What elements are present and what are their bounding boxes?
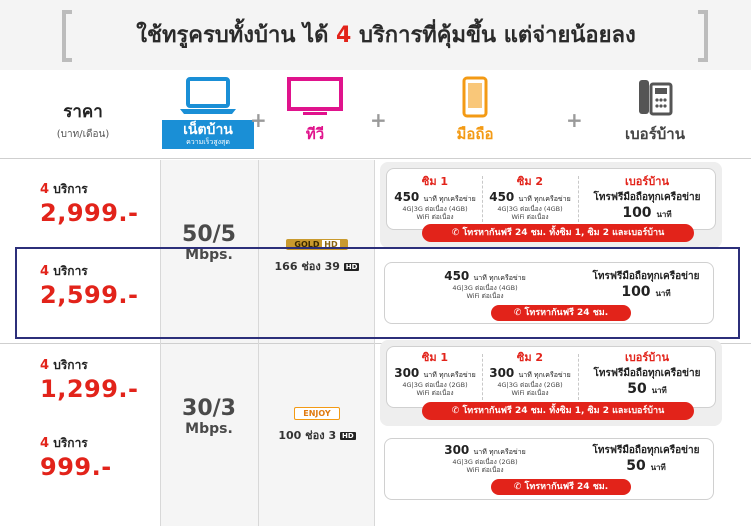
mobile-block: 300 นาที ทุกเครือข่าย 4G|3G ต่อเนื่อง (2… bbox=[444, 443, 526, 474]
grid-vline bbox=[374, 160, 375, 526]
free-call-bar: ✆ โทรหากันฟรี 24 ชม. ทั้งซิม 1, ซิม 2 แล… bbox=[422, 224, 694, 242]
sim2-block: ซิม 2 300 นาที ทุกเครือข่าย 4G|3G ต่อเนื… bbox=[489, 351, 571, 397]
price-header: ราคา (บาท/เดือน) bbox=[56, 102, 110, 140]
service-tv: ทีวี bbox=[275, 76, 355, 146]
plus-sign: + bbox=[250, 108, 267, 132]
service-internet: เน็ตบ้าน ความเร็วสูงสุด bbox=[162, 76, 254, 156]
offer-card bbox=[386, 346, 716, 408]
offer-card-999: 300 นาที ทุกเครือข่าย 4G|3G ต่อเนื่อง (2… bbox=[384, 438, 714, 500]
landline-block: โทรฟรีมือถือทุกเครือข่าย 100 นาที bbox=[592, 271, 700, 300]
sim2-block: ซิม 2 450 นาที ทุกเครือข่าย 4G|3G ต่อเนื… bbox=[489, 175, 571, 221]
tv-gold: GOLD HD 166 ช่อง 39 HD bbox=[274, 239, 360, 273]
sim1-block: ซิม 1 300 นาที ทุกเครือข่าย 4G|3G ต่อเนื… bbox=[394, 351, 476, 397]
offer-panel-1299: ซิม 1 300 นาที ทุกเครือข่าย 4G|3G ต่อเนื… bbox=[380, 340, 722, 426]
dash-divider bbox=[482, 176, 483, 222]
dash-divider bbox=[578, 354, 579, 400]
free-call-bar: ✆ โทรหากันฟรี 24 ชม. ทั้งซิม 1, ซิม 2 แล… bbox=[422, 402, 694, 420]
section-divider bbox=[0, 343, 751, 344]
tv-icon bbox=[287, 77, 343, 115]
speed-50-5: 50/5 Mbps. bbox=[182, 222, 236, 263]
banner-title: ใช้ทรูครบทั้งบ้าน ได้ 4 บริการที่คุ้มขึ้… bbox=[136, 23, 636, 48]
free-call-bar: ✆ โทรหากันฟรี 24 ชม. bbox=[491, 479, 631, 495]
enjoy-badge: ENJOY bbox=[294, 407, 340, 420]
highlight-frame bbox=[15, 247, 740, 339]
package-1299: 4 บริการ 1,299.- bbox=[40, 358, 139, 403]
free-call-bar: ✆ โทรหากันฟรี 24 ชม. bbox=[491, 305, 631, 321]
package-2599: 4 บริการ 2,599.- bbox=[40, 264, 139, 309]
dash-divider bbox=[578, 176, 579, 222]
header-divider bbox=[0, 158, 751, 159]
plus-sign: + bbox=[370, 108, 387, 132]
title-banner bbox=[0, 0, 751, 70]
speed-30-3: 30/3 Mbps. bbox=[182, 396, 236, 437]
landline-block: เบอร์บ้าน โทรฟรีมือถือทุกเครือข่าย 50 นา… bbox=[593, 351, 701, 397]
offer-card-2599: 450 นาที ทุกเครือข่าย 4G|3G ต่อเนื่อง (4… bbox=[384, 262, 714, 324]
service-landline: เบอร์บ้าน bbox=[605, 76, 705, 146]
service-mobile: มือถือ bbox=[440, 76, 510, 146]
sim1-block: ซิม 1 450 นาที ทุกเครือข่าย 4G|3G ต่อเนื… bbox=[394, 175, 476, 221]
package-2999: 4 บริการ 2,999.- bbox=[40, 182, 139, 227]
dash-divider bbox=[482, 354, 483, 400]
offer-panel-2999: ซิม 1 450 นาที ทุกเครือข่าย 4G|3G ต่อเนื… bbox=[380, 162, 722, 248]
landline-phone-icon bbox=[639, 80, 673, 116]
package-999: 4 บริการ 999.- bbox=[40, 436, 112, 481]
landline-block: เบอร์บ้าน โทรฟรีมือถือทุกเครือข่าย 100 น… bbox=[593, 175, 701, 221]
laptop-icon bbox=[180, 77, 236, 114]
grid-vline bbox=[258, 160, 259, 526]
plus-sign: + bbox=[566, 108, 583, 132]
tv-enjoy: ENJOY 100 ช่อง 3 HD bbox=[278, 407, 356, 442]
grid-vline bbox=[160, 160, 161, 526]
landline-block: โทรฟรีมือถือทุกเครือข่าย 50 นาที bbox=[592, 445, 700, 474]
mobile-block: 450 นาที ทุกเครือข่าย 4G|3G ต่อเนื่อง (4… bbox=[444, 269, 526, 300]
banner-bracket-right bbox=[698, 10, 708, 62]
phone-icon bbox=[462, 76, 488, 118]
banner-bracket-left bbox=[62, 10, 72, 62]
gold-badge: GOLD HD bbox=[286, 239, 348, 250]
